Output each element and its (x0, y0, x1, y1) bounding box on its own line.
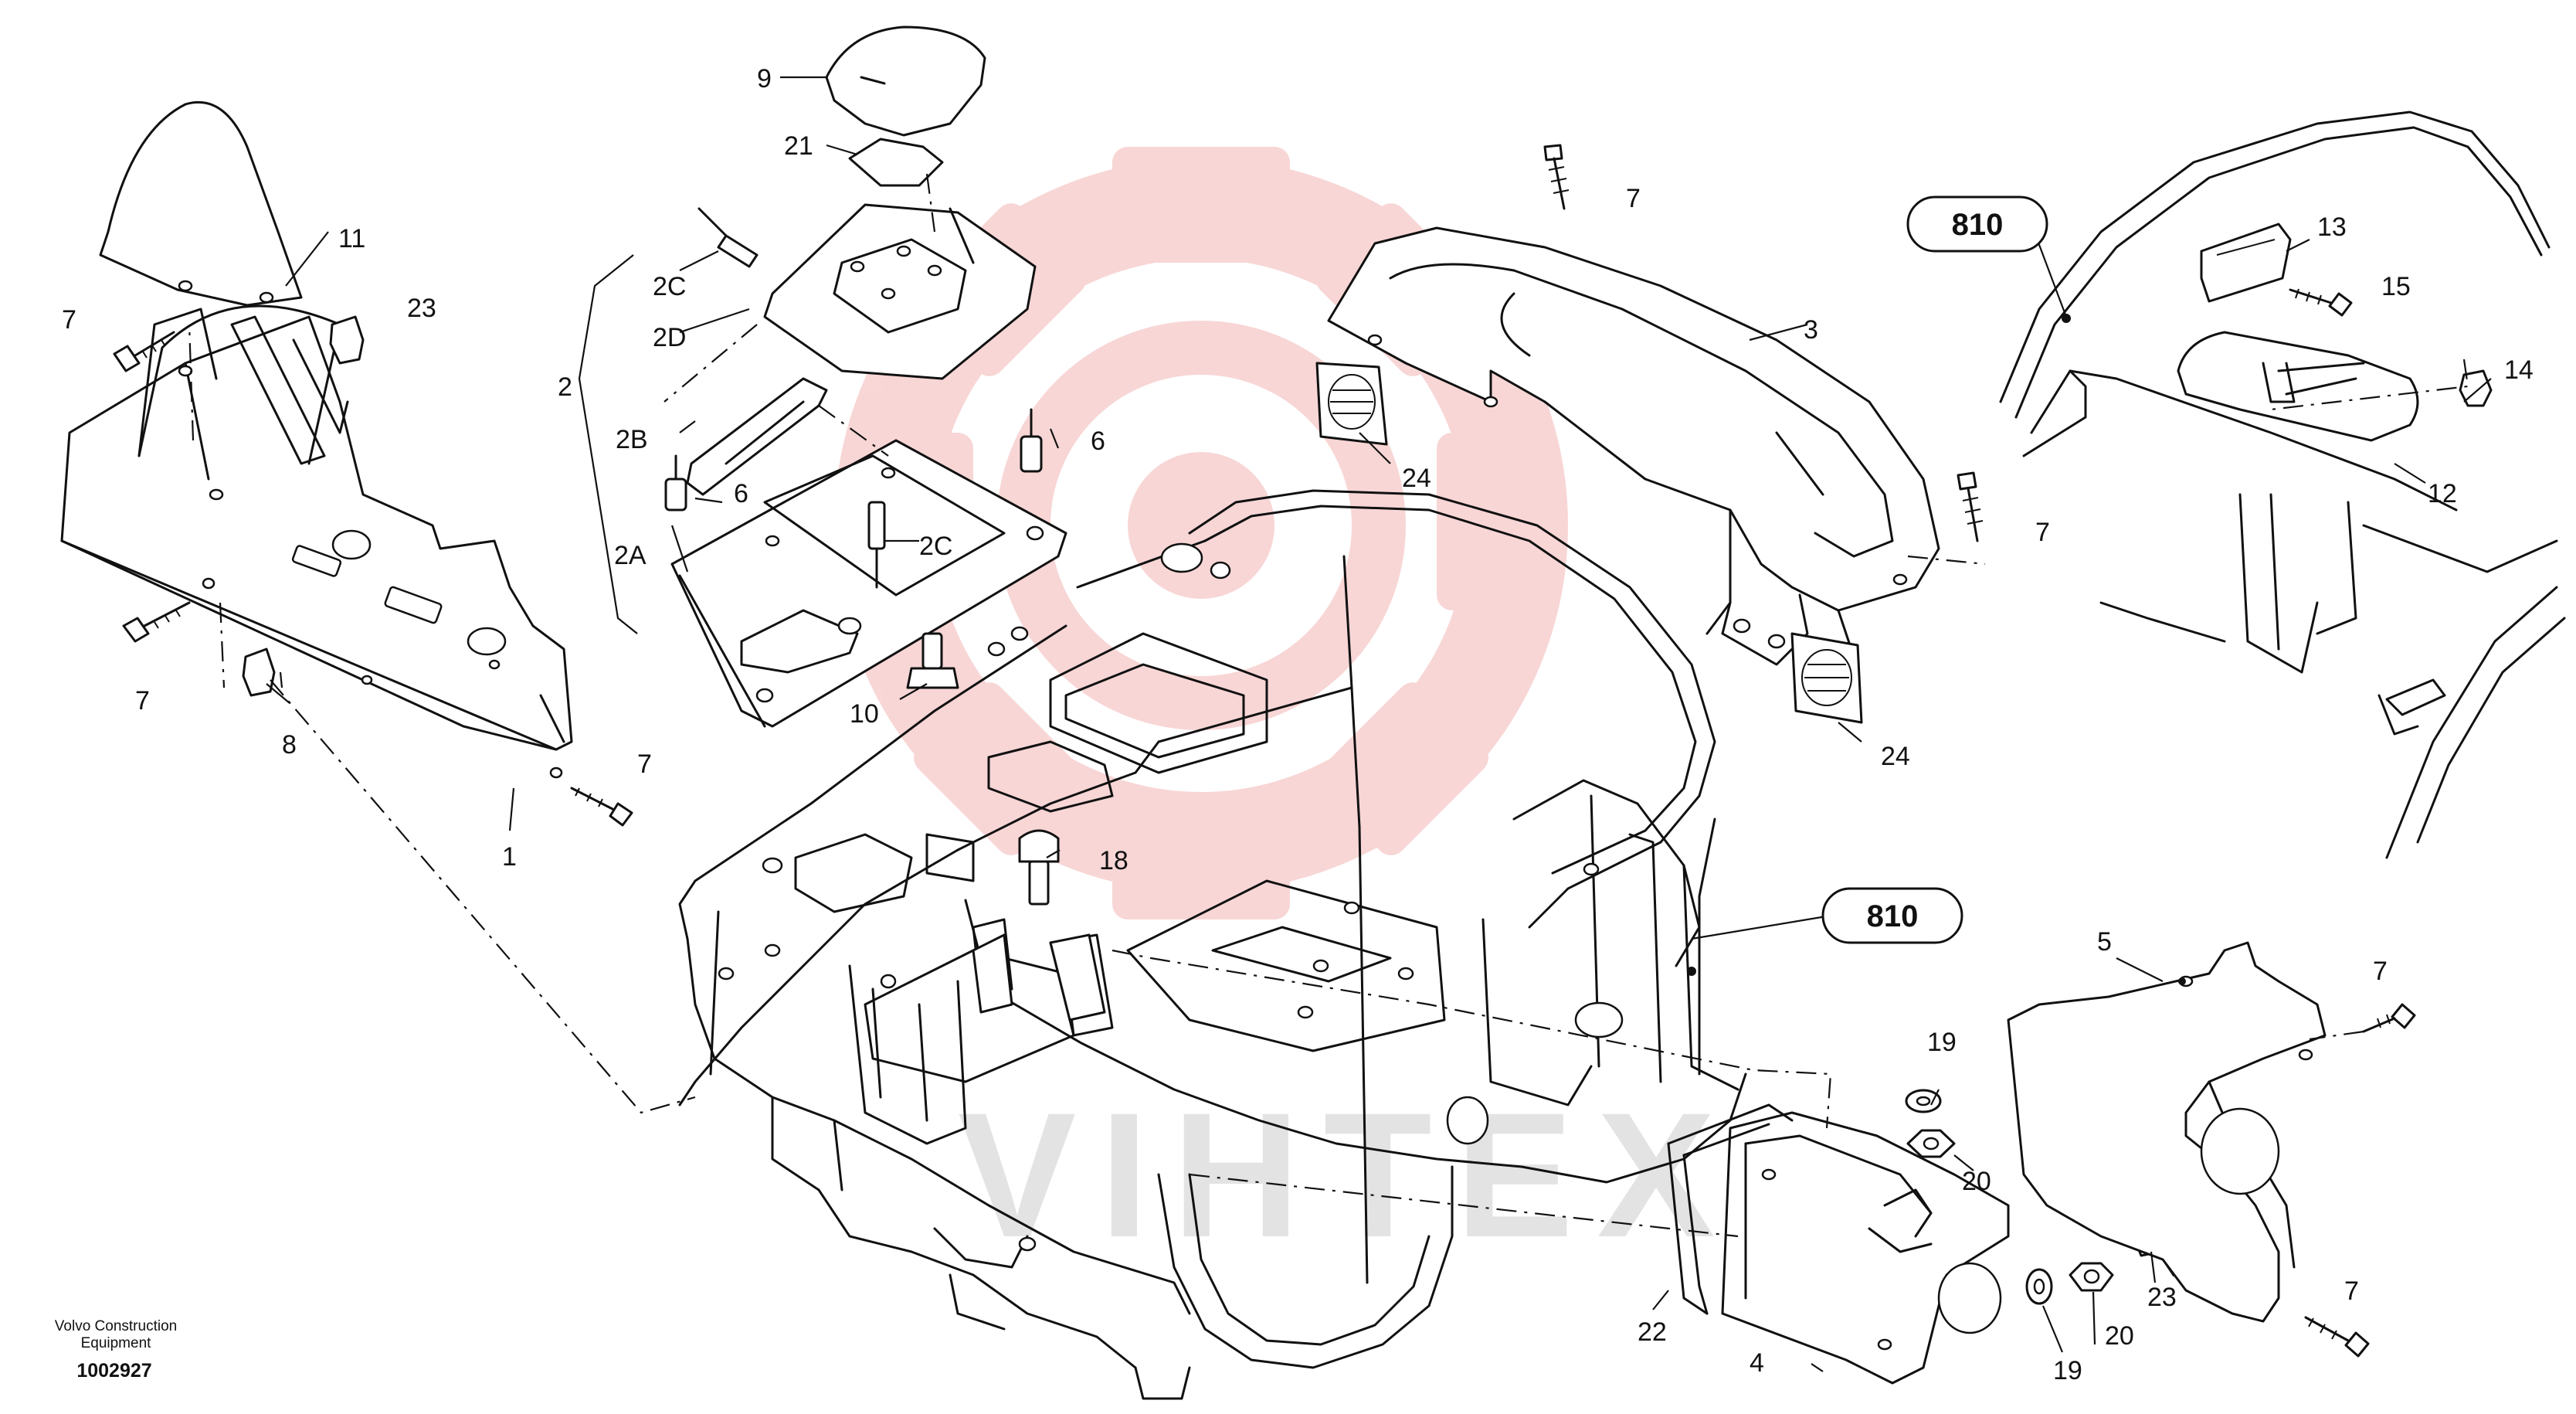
footer-brand-line-1: Volvo Construction (55, 1318, 177, 1334)
callout-7-left-lower: 7 (135, 686, 150, 715)
callout-6-left: 6 (734, 479, 748, 508)
gasket-plate (848, 138, 944, 187)
callout-23-left: 23 (407, 294, 436, 323)
screw-7-cover-right (2362, 1003, 2416, 1033)
callout-9: 9 (757, 64, 772, 93)
drawing-footer: Volvo Construction Equipment 1002927 (55, 1318, 177, 1382)
callout-18: 18 (1099, 846, 1128, 875)
callout-14: 14 (2504, 355, 2534, 385)
callout-3: 3 (1804, 315, 1818, 345)
side-cover-panel (2007, 941, 2327, 1323)
clip-23-left (329, 315, 365, 365)
callout-2: 2 (558, 372, 572, 402)
callout-7-guard-right: 7 (2035, 518, 2050, 547)
side-console-panel (60, 304, 573, 779)
footer-drawing-number: 1002927 (76, 1360, 151, 1382)
stud-6-left (664, 454, 687, 512)
callout-labels: 9 21 11 7 23 2C 2D 2 2B 6 6 2A 2C 10 7 8… (62, 64, 2534, 1385)
pin-2c-lower (867, 501, 886, 589)
callout-12: 12 (2428, 479, 2457, 508)
callout-1: 1 (502, 842, 517, 872)
mount-bracket (972, 933, 1106, 1021)
reference-dot-top (2062, 314, 2071, 323)
callout-4: 4 (1750, 1348, 1764, 1378)
speaker-grille-left (1315, 362, 1388, 446)
reference-dot-cover (2178, 977, 2186, 985)
callout-13: 13 (2317, 212, 2347, 242)
callout-6-right: 6 (1091, 427, 1105, 456)
washer-19-upper (1905, 1089, 1942, 1113)
leader-lines (266, 76, 2492, 1372)
seal-strip-22 (1667, 1103, 1794, 1315)
reference-810-mid: 810 (1821, 887, 1963, 944)
screw-7-left-lower (122, 601, 191, 643)
screw-7-left-upper (113, 331, 175, 372)
callout-5: 5 (2097, 927, 2112, 957)
callout-21: 21 (784, 131, 813, 161)
washer-19-lower (2025, 1268, 2053, 1305)
hinge-bracket (686, 377, 828, 496)
callout-20-upper: 20 (1962, 1167, 1991, 1196)
callout-7-cover-right: 7 (2373, 957, 2388, 986)
callout-11: 11 (338, 224, 365, 253)
clip-8 (242, 648, 276, 697)
bolt-10 (906, 632, 959, 689)
operator-frame-assembly (678, 489, 1747, 1400)
footer-brand-line-2: Equipment (81, 1335, 152, 1351)
callout-10: 10 (850, 699, 879, 729)
roof-hatch-panel (2177, 331, 2419, 442)
callout-22: 22 (1638, 1317, 1667, 1347)
cab-roof-outline (1999, 110, 2566, 859)
console-top-cap (825, 25, 986, 137)
callout-7-cover-bottom: 7 (2344, 1276, 2359, 1306)
screw-7-guard-right (1957, 471, 1984, 542)
pin-2c-upper (697, 207, 759, 268)
callout-19-upper: 19 (1927, 1028, 1957, 1057)
callout-20-lower: 20 (2105, 1321, 2134, 1351)
roof-plug-14 (2459, 369, 2493, 407)
bolt-18 (1018, 829, 1060, 906)
callout-2b: 2B (616, 425, 648, 454)
assembly-center-lines (188, 173, 2469, 1283)
console-cover-shell (99, 100, 303, 307)
callout-24-right: 24 (1881, 742, 1910, 771)
stud-6-right (1020, 408, 1043, 473)
reference-810-top: 810 (1906, 195, 2048, 253)
callout-7-console-front: 7 (637, 749, 652, 779)
screw-7-guard-top (1543, 144, 1570, 210)
nut-20-upper (1906, 1129, 1956, 1158)
watermark-text: VIHTEX (958, 1076, 1739, 1274)
base-plate (670, 439, 1067, 728)
screw-7-cover-bottom (2304, 1316, 2370, 1358)
callout-7-left-upper: 7 (62, 305, 76, 335)
speaker-grille-right (1790, 632, 1863, 724)
callout-23-right: 23 (2147, 1283, 2177, 1312)
reference-810-mid-label: 810 (1867, 899, 1919, 933)
roof-vent-cover (2200, 223, 2292, 303)
callout-2d: 2D (653, 323, 686, 352)
screw-15 (2289, 288, 2353, 317)
rear-handle-guard (1327, 226, 1940, 666)
callout-2c-lower: 2C (919, 532, 952, 561)
callout-8: 8 (282, 730, 297, 760)
callout-2c-upper: 2C (653, 272, 686, 301)
callout-24-left: 24 (1402, 464, 1431, 493)
callout-15: 15 (2381, 272, 2411, 301)
nut-20-lower (2069, 1262, 2114, 1292)
reference-dot-mid (1687, 967, 1696, 976)
lower-bracket-housing (1721, 1111, 2010, 1385)
reference-810-top-label: 810 (1952, 208, 2004, 242)
callout-19-lower: 19 (2053, 1356, 2082, 1385)
screw-7-console-front (570, 787, 633, 827)
control-lever-base (763, 203, 1037, 380)
callout-2a: 2A (614, 541, 647, 570)
callout-7-guard-top: 7 (1626, 184, 1641, 213)
